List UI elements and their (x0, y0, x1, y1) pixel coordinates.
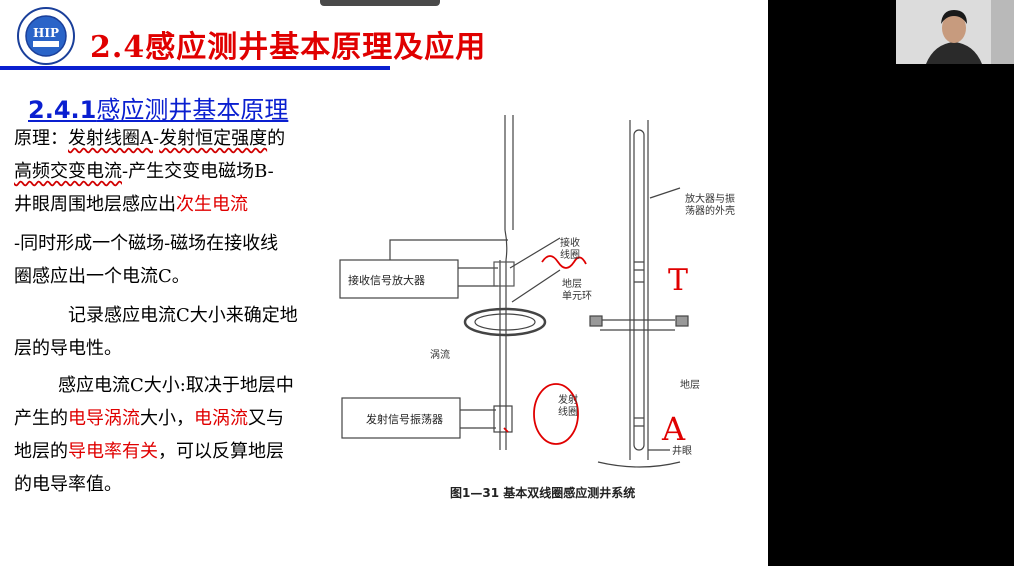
section-heading: 感应测井基本原理 (96, 96, 289, 124)
text-hf-current: 高频交变电流 (14, 161, 122, 182)
text-transmit-coil: 发射线圈A (68, 128, 153, 149)
figure-caption: 图1—31 基本双线圈感应测井系统 (450, 486, 636, 500)
para2-line1: -同时形成一个磁场-磁场在接收线 (14, 233, 279, 254)
label-ground-loop-1: 地层 (562, 277, 582, 290)
svg-text:HIP: HIP (33, 26, 59, 40)
label-borehole: 井眼 (672, 444, 692, 457)
label-receive-coil-2: 线圈 (560, 248, 580, 261)
slide-title: 2.4感应测井基本原理及应用 (90, 30, 487, 65)
label-eddy: 涡流 (430, 348, 450, 361)
label-receive-coil-1: 接收 (560, 236, 580, 249)
para1-line2: 高频交变电流-产生交变电磁场B- (14, 161, 274, 182)
para1-line1: 原理：发射线圈A-发射恒定强度的 (14, 128, 286, 149)
presenter-video (896, 0, 1014, 64)
label-amp-shell-2: 荡器的外壳 (685, 204, 735, 217)
para4-line1: 感应电流C大小:取决于地层中 (58, 375, 294, 396)
para4-line3: 地层的导电率有关，可以反算地层 (14, 441, 284, 462)
para4-line2: 产生的电导涡流大小，电涡流又与 (14, 408, 284, 429)
label-transmit-coil-1: 发射 (558, 393, 578, 406)
label-transmitter-osc: 发射信号振荡器 (366, 412, 443, 426)
title-divider (0, 66, 390, 70)
label-formation: 地层 (680, 378, 700, 391)
para3-line2: 层的导电性。 (14, 338, 122, 359)
label-transmit-coil-2: 线圈 (558, 405, 578, 418)
handwritten-T: T (668, 263, 688, 298)
video-sidebar (768, 0, 1014, 566)
webcam-thumbnail[interactable] (896, 0, 1014, 64)
text-constant-intensity: 发射恒定强度 (159, 128, 268, 149)
text-secondary-current: 次生电流 (176, 194, 248, 215)
section-subtitle: 2.4.1感应测井基本原理 (28, 90, 288, 125)
label-receiver-amp: 接收信号放大器 (348, 273, 425, 287)
para3-line1: 记录感应电流C大小来确定地 (68, 305, 298, 326)
university-logo: HIP (17, 7, 75, 65)
para2-line2: 圈感应出一个电流C。 (14, 266, 190, 287)
section-number: 2.4.1 (28, 96, 97, 124)
para1-line3: 井眼周围地层感应出次生电流 (14, 194, 248, 215)
label-amp-shell-1: 放大器与振 (685, 192, 735, 205)
slide: HIP 2.4感应测井基本原理及应用 2.4.1感应测井基本原理 原理：发射线圈… (0, 0, 768, 566)
induction-logging-diagram: 接收信号放大器 发射信号振荡器 接收 线圈 地层 单元环 涡流 发射 线圈 放大… (339, 115, 735, 468)
para4-line4: 的电导率值。 (14, 474, 122, 495)
label-ground-loop-2: 单元环 (562, 290, 592, 302)
meeting-toolbar[interactable] (320, 0, 440, 6)
handwritten-A: A (661, 410, 686, 448)
